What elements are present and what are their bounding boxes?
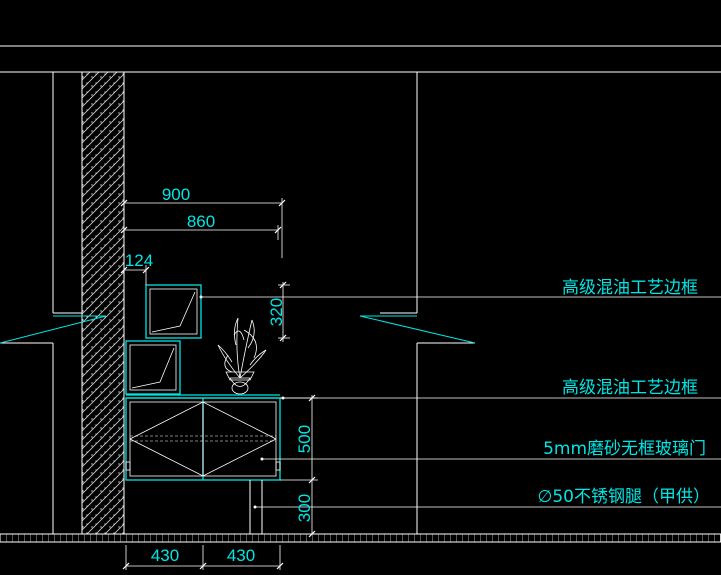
dimension-ticks: [120, 199, 316, 570]
dimension-lines: [123, 198, 721, 570]
upper-shelf-box: [145, 284, 202, 339]
lower-shelf-box: [125, 340, 181, 395]
annotation-frame-top: 高级混油工艺边框: [562, 278, 698, 298]
light-beams: [0, 315, 476, 344]
leader-dots: [199, 295, 285, 509]
cabinet-body: [125, 397, 281, 481]
annotation-steel-leg: ∅50不锈钢腿（甲供）: [538, 487, 710, 507]
dim-inner-width: 860: [187, 212, 215, 231]
ceiling-lines: [0, 45, 721, 73]
annotation-glass-door: 5mm磨砂无框玻璃门: [543, 439, 706, 459]
wall-outlines: [0, 72, 475, 534]
dim-bottom-left: 430: [151, 546, 179, 565]
dim-shelf-height: 320: [267, 298, 286, 326]
dim-wall-offset: 124: [125, 251, 153, 270]
dim-leg-height: 300: [295, 494, 314, 522]
hatched-wall-column: [81, 71, 125, 543]
dim-overall-width: 900: [162, 185, 190, 204]
dim-bottom-right: 430: [227, 546, 255, 565]
dim-cabinet-height: 500: [295, 425, 314, 453]
potted-plant: [217, 317, 267, 395]
floor-strip: [0, 533, 721, 543]
annotation-frame-cabinet: 高级混油工艺边框: [562, 378, 698, 398]
